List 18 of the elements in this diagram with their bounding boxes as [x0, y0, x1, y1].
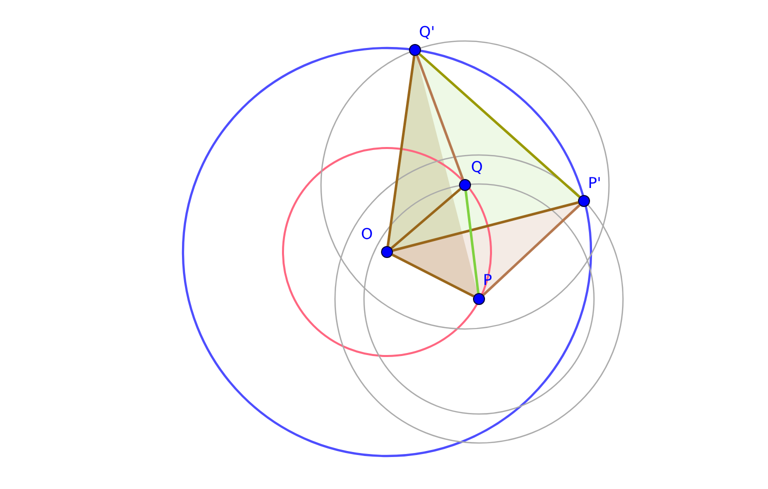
- line-segment: [392, 201, 578, 252]
- line-segment: [464, 190, 480, 294]
- line-segment: [386, 56, 416, 246]
- line-segment: [418, 53, 580, 198]
- point-label: P': [588, 175, 602, 191]
- line-segment: [390, 188, 462, 250]
- point-dot: [459, 179, 471, 191]
- point-dot: [473, 293, 485, 305]
- point-label: Q: [471, 159, 483, 175]
- line-segment: [392, 254, 474, 298]
- line-segment: [416, 55, 464, 180]
- point-label: O: [361, 226, 373, 242]
- point-dot: [409, 44, 421, 56]
- point-label: P: [483, 272, 492, 288]
- point-dot: [381, 246, 393, 258]
- point-dot: [578, 195, 590, 207]
- line-segment: [482, 204, 580, 296]
- point-label: Q': [419, 24, 435, 40]
